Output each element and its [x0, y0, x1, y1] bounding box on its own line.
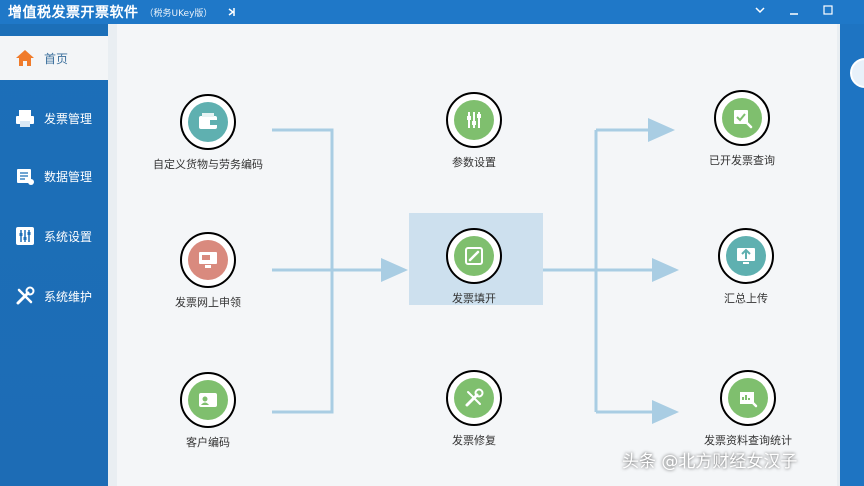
sidebar-item-label: 系统设置	[44, 229, 93, 244]
restore-icon[interactable]	[822, 4, 834, 16]
printer-icon	[16, 110, 34, 127]
module-data-stats[interactable]: 发票资料查询统计	[688, 370, 808, 448]
search-doc-icon	[734, 110, 753, 129]
module-customer-code[interactable]: 客户编码	[148, 372, 268, 450]
sidebar-item-label: 首页	[44, 51, 69, 66]
data-icon	[17, 169, 34, 185]
module-summary-upload[interactable]: 汇总上传	[686, 228, 806, 306]
module-label: 汇总上传	[724, 292, 768, 305]
sidebar-item-data-management[interactable]: 数据管理	[0, 154, 108, 198]
sidebar-item-system-settings[interactable]: 系统设置	[0, 214, 108, 258]
module-label: 发票修复	[452, 434, 496, 447]
module-label: 客户编码	[186, 436, 230, 449]
contact-card-icon	[199, 393, 217, 407]
right-panel	[840, 24, 864, 486]
sidebar: 首页 发票管理 数据管理 系统设置 系统维护	[0, 24, 108, 486]
pen-icon	[465, 247, 483, 265]
wallet-icon	[199, 113, 217, 129]
module-param-settings[interactable]: 参数设置	[414, 92, 534, 170]
module-label: 发票资料查询统计	[704, 434, 792, 447]
flow-lines	[272, 118, 679, 424]
module-label: 自定义货物与劳务编码	[153, 158, 263, 171]
dropdown-icon[interactable]	[754, 4, 766, 16]
collapse-menu-icon[interactable]	[226, 5, 240, 19]
stats-icon	[740, 392, 758, 408]
module-label: 发票填开	[452, 292, 496, 305]
module-issued-query[interactable]: 已开发票查询	[682, 90, 802, 168]
sidebar-item-system-maintenance[interactable]: 系统维护	[0, 274, 108, 318]
module-invoice-repair[interactable]: 发票修复	[414, 370, 534, 448]
app-title: 增值税发票开票软件	[8, 5, 139, 21]
sidebar-item-invoice-management[interactable]: 发票管理	[0, 96, 108, 140]
module-label: 参数设置	[452, 156, 496, 169]
module-label: 已开发票查询	[709, 154, 775, 167]
sliders-icon	[467, 112, 481, 128]
module-online-apply[interactable]: 发票网上申领	[148, 232, 268, 310]
upload-icon	[737, 248, 755, 264]
module-label: 发票网上申领	[175, 296, 241, 309]
module-custom-goods[interactable]: 自定义货物与劳务编码	[148, 94, 268, 172]
module-invoice-fill[interactable]: 发票填开	[414, 228, 534, 306]
sidebar-item-label: 发票管理	[44, 111, 93, 126]
window-controls	[754, 4, 834, 16]
tools-icon	[16, 286, 35, 305]
sidebar-item-label: 系统维护	[44, 289, 93, 304]
sidebar-item-label: 数据管理	[44, 169, 93, 184]
minimize-icon[interactable]	[788, 4, 800, 16]
sidebar-item-home[interactable]: 首页	[0, 36, 108, 80]
wrench-icon	[465, 388, 484, 407]
app-edition: （税务UKey版）	[144, 8, 213, 19]
watermark: 头条 @北方财经女汉子	[622, 452, 798, 472]
monitor-card-icon	[199, 252, 217, 268]
home-icon	[16, 50, 34, 66]
sliders-icon	[16, 227, 34, 245]
title-bar: 增值税发票开票软件 （税务UKey版）	[0, 0, 864, 24]
